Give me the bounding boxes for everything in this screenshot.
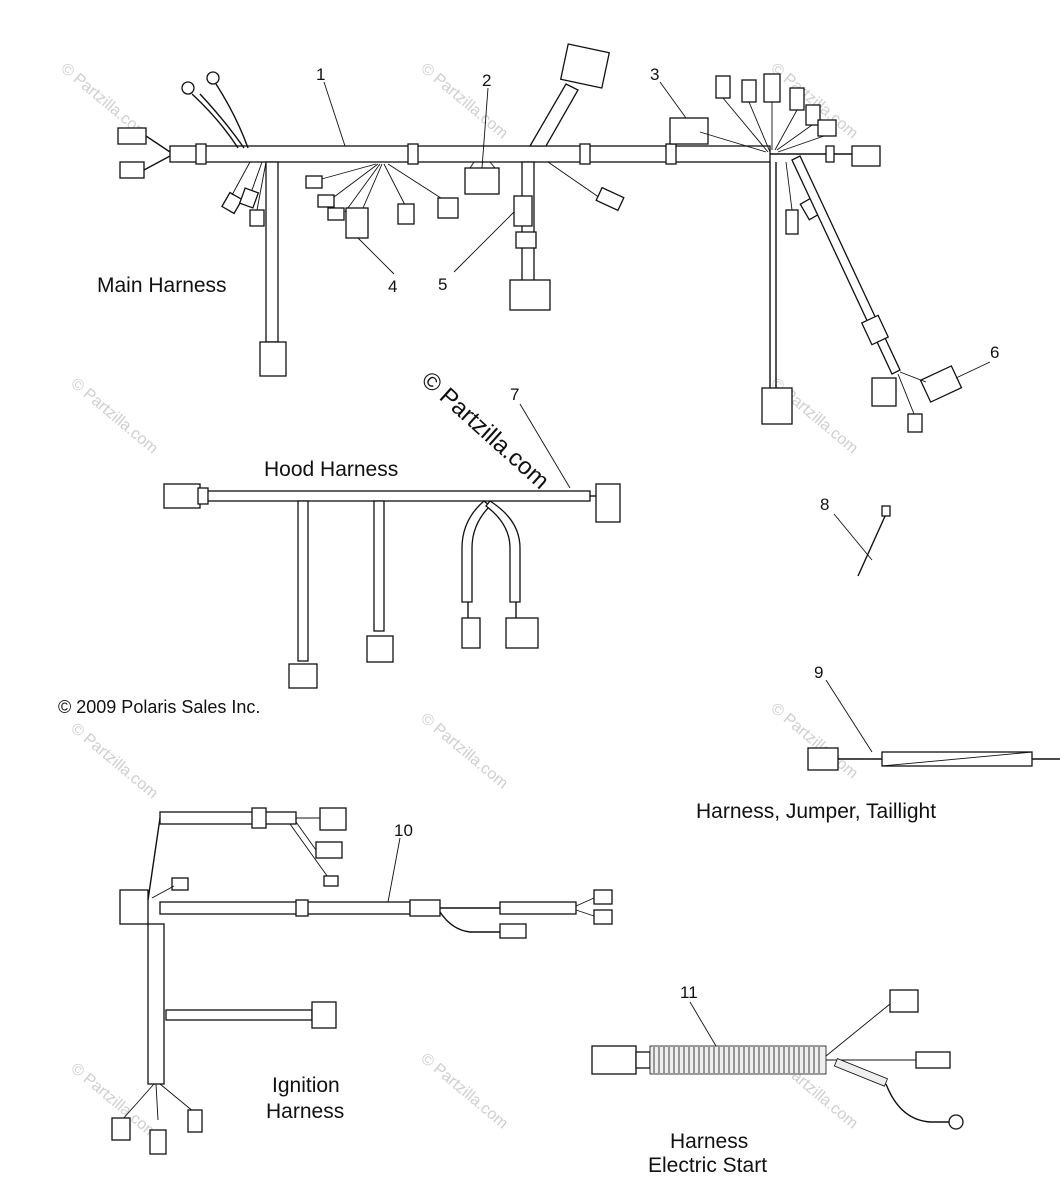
electric-start-harness: 11 Harness Electric Start [591, 983, 964, 1177]
connector-small [221, 191, 243, 215]
ignition-upper-connector [319, 807, 347, 831]
hood-harness: 7 Hood Harness [163, 385, 621, 689]
branch-down-left [265, 161, 279, 343]
callout-9: 9 [814, 663, 823, 682]
hood-connector-fork-left [461, 617, 481, 649]
jumper-taillight-harness: 9 Harness, Jumper, Taillight [696, 663, 1060, 823]
branch-up [528, 83, 579, 147]
connector-small [238, 187, 260, 209]
watermark-3: © Partzilla.com [767, 60, 861, 142]
background-watermarks: © Partzilla.com © Partzilla.com © Partzi… [57, 60, 861, 1142]
callout-7: 7 [510, 385, 519, 404]
connector-item-5 [513, 195, 533, 227]
connector-main-4 [345, 207, 369, 239]
hood-fork-left [461, 500, 491, 603]
partzilla-watermark: © Partzilla.com [416, 366, 554, 494]
hood-harness-label: Hood Harness [264, 458, 398, 481]
ignition-side-branch [165, 1009, 313, 1021]
trunk-clip [407, 143, 419, 165]
ring-terminal [206, 71, 220, 85]
ignition-main-connector [119, 889, 149, 925]
jumper-connector-left [807, 747, 839, 771]
callout-3: 3 [650, 65, 659, 84]
copyright-text: © 2009 Polaris Sales Inc. [58, 697, 260, 717]
main-trunk [169, 145, 771, 163]
hood-trunk [205, 490, 591, 502]
callout-1: 1 [316, 65, 325, 84]
hood-connector-left [163, 483, 201, 509]
connector-fan-top-right [699, 73, 837, 153]
watermark-6: © Partzilla.com [67, 720, 161, 802]
jumper-taillight-label: Harness, Jumper, Taillight [696, 800, 936, 823]
electric-start-label-line2: Electric Start [648, 1154, 767, 1177]
callout-10: 10 [394, 821, 413, 840]
connector-small [595, 186, 625, 212]
callout-2: 2 [482, 71, 491, 90]
tie-strap [857, 513, 887, 577]
connector-bottom-left [259, 341, 287, 377]
electric-start-label-line1: Harness [670, 1130, 748, 1153]
watermark-10: © Partzilla.com [417, 1050, 511, 1132]
ring-terminal [181, 81, 195, 95]
hood-drop-1 [297, 500, 309, 662]
trunk-clip [195, 143, 207, 165]
ignition-upper-branch [159, 811, 297, 825]
electric-start-terminal [915, 1051, 951, 1069]
callout-5: 5 [438, 275, 447, 294]
electric-start-connector-top [889, 989, 919, 1013]
main-trunk-sleeve [825, 145, 835, 163]
hood-connector-right [595, 483, 621, 523]
hood-drop-2 [373, 500, 385, 632]
hood-connector-fork-right [505, 617, 539, 649]
watermark-2: © Partzilla.com [417, 60, 511, 142]
hood-connector-drop-1 [288, 663, 318, 689]
electric-start-ring-terminal [948, 1114, 964, 1130]
trunk-clip [579, 143, 591, 165]
hood-fork-right [485, 500, 521, 603]
ignition-main-branch [159, 901, 411, 915]
main-harness: 1 2 3 4 5 6 Main Harness [97, 43, 999, 433]
connector-item-6a [871, 377, 897, 407]
ignition-side-connector [311, 1001, 337, 1029]
callout-4: 4 [388, 277, 397, 296]
connector-item-3 [669, 117, 709, 145]
connector-item-6 [919, 365, 963, 403]
callout-8: 8 [820, 495, 829, 514]
ignition-label-line2: Harness [266, 1100, 344, 1123]
connector-bottom-mid [509, 279, 551, 311]
connector-top [559, 43, 611, 89]
electric-start-conduit [649, 1045, 827, 1075]
hood-connector-drop-2 [366, 635, 394, 663]
connector-bottom-right [761, 387, 793, 425]
connector-left-upper [117, 127, 147, 145]
connector-cluster-4 [305, 163, 459, 239]
ignition-label-line1: Ignition [272, 1074, 340, 1097]
callout-11: 11 [680, 983, 698, 1002]
branch-item-6 [791, 155, 901, 375]
ignition-down-branch [147, 923, 165, 1085]
watermark-4: © Partzilla.com [67, 375, 161, 457]
callout-6: 6 [990, 343, 999, 362]
connector-left-lower [119, 161, 145, 179]
ignition-harness: 10 Ignition Harness [111, 807, 613, 1155]
trunk-clip [665, 143, 677, 165]
connector-small [249, 209, 265, 227]
watermark-7: © Partzilla.com [417, 710, 511, 792]
connector-right [851, 145, 881, 167]
electric-start-connector [591, 1045, 637, 1075]
item-8-tie-strap: 8 [820, 495, 891, 577]
conduit-ribs [653, 1047, 820, 1073]
connector-item-2 [464, 167, 500, 195]
main-harness-label: Main Harness [97, 274, 227, 297]
